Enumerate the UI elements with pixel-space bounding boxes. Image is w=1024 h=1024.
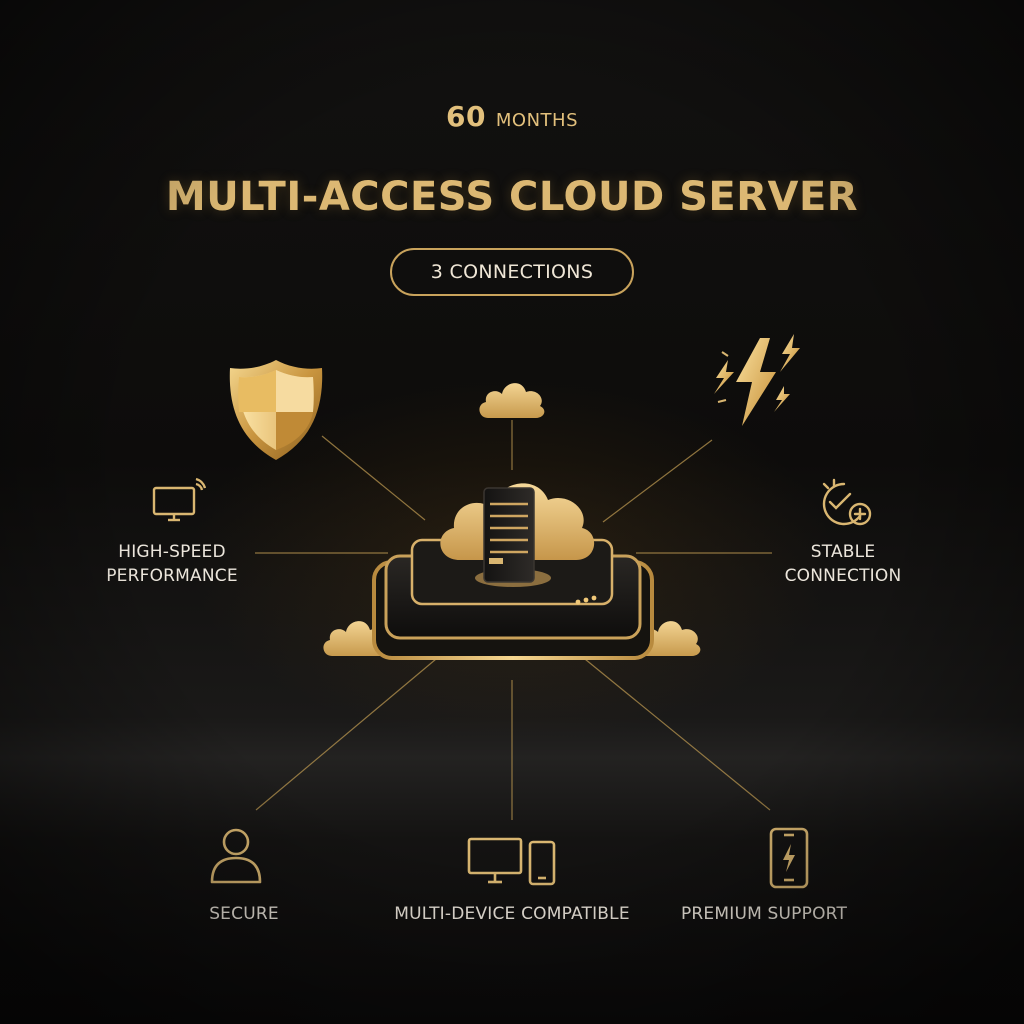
network-check-icon: [822, 478, 872, 526]
feature-stable: STABLE CONNECTION: [768, 540, 918, 588]
feature-high-speed-line2: PERFORMANCE: [106, 566, 238, 586]
lightning-icon: [714, 334, 800, 426]
feature-premium-support: PREMIUM SUPPORT: [680, 904, 848, 924]
user-icon: [210, 828, 262, 884]
feature-high-speed-line1: HIGH-SPEED: [118, 542, 226, 562]
devices-icon: [467, 837, 556, 886]
feature-stable-line2: CONNECTION: [784, 566, 902, 586]
feature-multi-device: MULTI-DEVICE COMPATIBLE: [394, 904, 630, 924]
phone-bolt-icon: [769, 827, 809, 889]
connections-badge: 3 CONNECTIONS: [390, 248, 634, 296]
connector-line-secure: [255, 653, 443, 811]
connections-badge-label: 3 CONNECTIONS: [430, 261, 594, 283]
duration-label: 60 MONTHS: [0, 100, 1024, 133]
monitor-wifi-icon: [152, 477, 206, 522]
cloud-icon: [479, 383, 545, 418]
cloud-server-icon: [372, 483, 654, 660]
duration-unit: MONTHS: [495, 110, 578, 131]
feature-high-speed: HIGH-SPEED PERFORMANCE: [92, 540, 252, 588]
duration-number: 60: [446, 100, 486, 133]
feature-secure: SECURE: [209, 904, 279, 924]
page-title: MULTI-ACCESS CLOUD SERVER: [165, 174, 859, 220]
shield-icon: [229, 360, 323, 460]
feature-stable-line1: STABLE: [810, 542, 876, 562]
connector-line-premium: [579, 654, 771, 811]
